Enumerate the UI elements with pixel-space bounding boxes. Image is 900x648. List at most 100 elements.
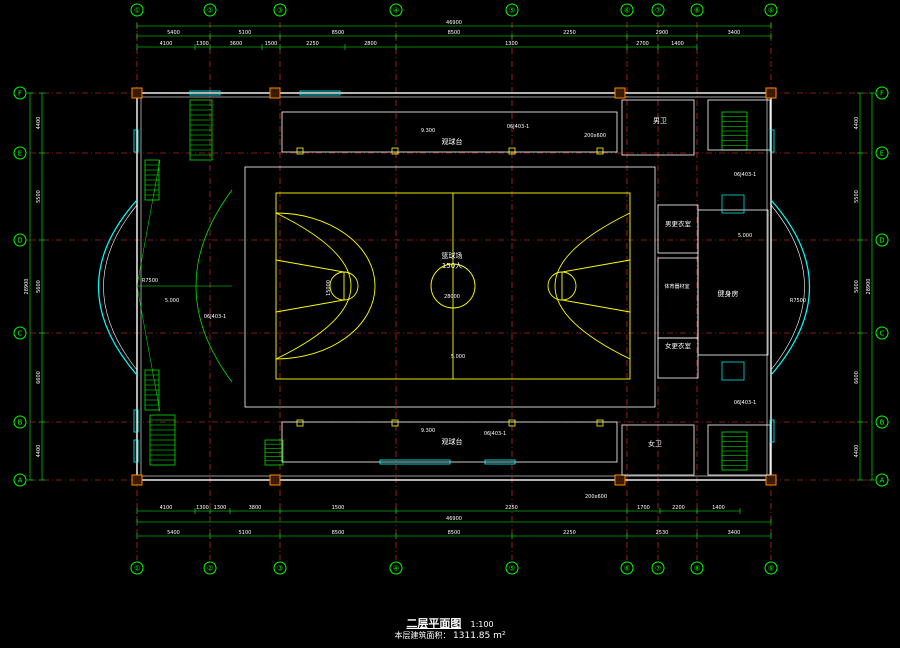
axis-label: B bbox=[880, 419, 885, 427]
window bbox=[484, 459, 516, 465]
axis-bubble bbox=[875, 415, 889, 429]
axis-label: B bbox=[18, 419, 23, 427]
axis-label: D bbox=[17, 237, 22, 245]
axis-bubble bbox=[764, 3, 778, 17]
axis-bubble bbox=[13, 473, 27, 487]
column bbox=[765, 87, 777, 99]
room-men-toilet bbox=[621, 99, 695, 156]
left-apse-inner bbox=[103, 204, 138, 371]
dimension-text: 1300 bbox=[196, 41, 209, 47]
room-equipment-label: 体育器材室 bbox=[664, 283, 689, 290]
window bbox=[769, 419, 775, 443]
axis-label: ③ bbox=[277, 565, 283, 573]
detail-ref: 06J403-1 bbox=[204, 314, 226, 320]
axis-label: A bbox=[880, 477, 885, 485]
axis-label: ⑥ bbox=[624, 7, 630, 15]
room-men-changing-label: 男更衣室 bbox=[665, 219, 692, 228]
dimension-text: 8500 bbox=[332, 530, 345, 536]
axis-bubble bbox=[389, 561, 403, 575]
dimension-text: 8500 bbox=[332, 30, 345, 36]
window-code: 200x600 bbox=[585, 494, 607, 500]
room-men-changing bbox=[657, 204, 699, 254]
dimension-text: 5600 bbox=[36, 280, 42, 293]
stand-post bbox=[508, 419, 516, 427]
radius-left: R7500 bbox=[142, 278, 158, 284]
axis-bubble bbox=[13, 146, 27, 160]
axis-label: ⑧ bbox=[694, 565, 700, 573]
radius-right: R7500 bbox=[790, 298, 806, 304]
axis-bubble bbox=[690, 561, 704, 575]
dimension-text: 28900 bbox=[24, 279, 30, 295]
window bbox=[189, 90, 221, 96]
stand-post bbox=[596, 419, 604, 427]
dimension-text: 2250 bbox=[306, 41, 319, 47]
axis-label: ⑨ bbox=[768, 565, 774, 573]
column bbox=[269, 87, 281, 99]
dimension-text: 4400 bbox=[854, 445, 860, 458]
axis-bubble bbox=[130, 3, 144, 17]
right-apse-inner bbox=[770, 204, 805, 371]
axis-label: ④ bbox=[393, 565, 399, 573]
column bbox=[614, 474, 626, 486]
level-stands-top: 9.300 bbox=[421, 128, 435, 134]
dimension-text: 2250 bbox=[563, 30, 576, 36]
fixture bbox=[721, 361, 745, 381]
column bbox=[269, 474, 281, 486]
right-apse-wall bbox=[770, 199, 810, 376]
room-men-toilet-label: 男卫 bbox=[653, 117, 667, 125]
right-key bbox=[561, 259, 631, 313]
room-women-toilet bbox=[621, 424, 695, 476]
axis-label: ⑧ bbox=[694, 7, 700, 15]
room-gym-label: 健身房 bbox=[718, 289, 739, 298]
room-equipment bbox=[657, 257, 699, 339]
room-basketball-capacity: 150人 bbox=[442, 262, 462, 270]
top-stands bbox=[281, 111, 618, 153]
dimension-text: 5400 bbox=[167, 530, 180, 536]
dimension-text: 5600 bbox=[854, 280, 860, 293]
dimension-text: 2900 bbox=[656, 30, 669, 36]
left-three-point-arc bbox=[275, 212, 352, 360]
axis-bubble bbox=[620, 3, 634, 17]
room-basketball: 篮球场 bbox=[442, 251, 463, 260]
dimension-text: 5400 bbox=[167, 30, 180, 36]
axis-label: ① bbox=[134, 7, 140, 15]
radial-line bbox=[136, 285, 161, 413]
dimension-text: 46900 bbox=[446, 20, 462, 26]
column bbox=[614, 87, 626, 99]
axis-label: ① bbox=[134, 565, 140, 573]
drawing-title-block: 二层平面图 1:100 bbox=[0, 612, 900, 631]
axis-label: E bbox=[18, 150, 22, 158]
court-area bbox=[244, 166, 656, 408]
court-width-dim: 15000 bbox=[326, 280, 332, 296]
exterior-wall-inner bbox=[140, 96, 768, 477]
axis-label: F bbox=[880, 90, 884, 98]
window-code: 200x600 bbox=[584, 133, 606, 139]
left-three-point bbox=[275, 212, 376, 360]
window bbox=[769, 129, 775, 153]
window bbox=[299, 90, 341, 96]
stand-post bbox=[391, 419, 399, 427]
dimension-text: 4400 bbox=[36, 445, 42, 458]
axis-bubble bbox=[651, 3, 665, 17]
axis-bubble bbox=[13, 86, 27, 100]
dimension-text: 2250 bbox=[563, 530, 576, 536]
axis-label: ⑦ bbox=[655, 7, 661, 15]
area-caption: 本层建筑面积： 1311.85 m² bbox=[0, 630, 900, 641]
left-ft-circle bbox=[329, 271, 359, 301]
axis-bubble bbox=[130, 561, 144, 575]
axis-bubble bbox=[13, 233, 27, 247]
dimension-text: 5500 bbox=[854, 190, 860, 203]
area-value: 1311.85 m² bbox=[453, 631, 506, 641]
axis-bubble bbox=[620, 561, 634, 575]
axis-bubble bbox=[875, 233, 889, 247]
dimension-text: 8500 bbox=[448, 30, 461, 36]
dimension-text: 46900 bbox=[446, 516, 462, 522]
axis-label: ⑤ bbox=[509, 565, 515, 573]
dimension-text: 1400 bbox=[671, 41, 684, 47]
axis-bubble bbox=[690, 3, 704, 17]
axis-bubble bbox=[875, 146, 889, 160]
detail-ref: 06J403-1 bbox=[734, 400, 756, 406]
axis-label: D bbox=[879, 237, 884, 245]
dimension-text: 2800 bbox=[364, 41, 377, 47]
